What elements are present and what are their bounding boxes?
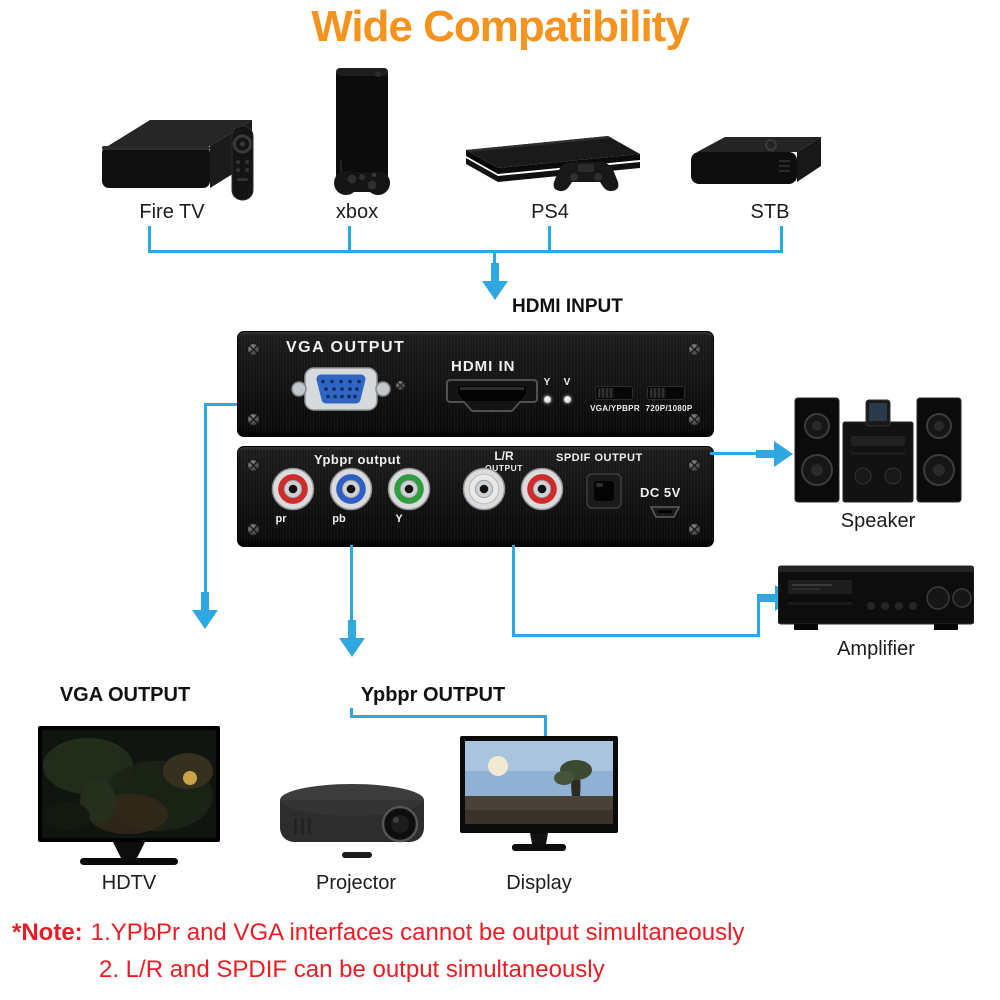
screw	[688, 343, 701, 356]
screw	[247, 459, 260, 472]
ypbpr-output-port-label: Ypbpr output	[314, 452, 401, 467]
note-line-1: *Note: 1.YPbPr and VGA interfaces cannot …	[12, 919, 744, 947]
xbox-label: xbox	[335, 201, 379, 223]
stb-illustration	[685, 132, 825, 194]
amplifier-illustration	[778, 556, 974, 638]
speaker-label: Speaker	[840, 510, 916, 532]
xbox-illustration	[320, 66, 405, 201]
connector-line	[710, 452, 758, 455]
rca-jack-r	[520, 467, 564, 511]
led-v-label: V	[563, 377, 571, 388]
connector-line	[512, 545, 515, 637]
right-arrow-icon	[757, 584, 795, 612]
projector-illustration	[272, 766, 440, 864]
connector-line	[148, 226, 151, 253]
lr-output-sub-label: OUTPUT	[485, 463, 523, 473]
switch1-label: VGA/YPBPR	[590, 404, 640, 413]
down-arrow-icon	[338, 620, 366, 658]
screw	[247, 343, 260, 356]
page-title: Wide Compatibility	[311, 2, 690, 51]
projector-label: Projector	[315, 872, 397, 894]
hdmi-input-label: HDMI INPUT	[512, 296, 623, 317]
display-label: Display	[506, 872, 572, 894]
rca-jack-pb	[329, 467, 373, 511]
fire-tv-illustration	[92, 110, 267, 205]
fire-tv-label: Fire TV	[139, 201, 205, 223]
screw	[688, 413, 701, 426]
converter-front-panel: VGA OUTPUT HDMI IN Y	[237, 331, 714, 437]
connector-line	[204, 403, 207, 596]
ps4-illustration	[462, 124, 642, 199]
note-text-2: 2. L/R and SPDIF can be output simultane…	[99, 956, 605, 983]
hdtv-label: HDTV	[101, 872, 157, 894]
vga-port	[291, 360, 391, 418]
speaker-illustration	[793, 392, 963, 510]
amplifier-label: Amplifier	[837, 638, 915, 660]
screw	[247, 523, 260, 536]
spdif-optical-port	[586, 473, 622, 509]
resolution-switch	[647, 386, 685, 400]
connector-line	[780, 226, 783, 253]
connector-line	[548, 226, 551, 253]
connector-line	[350, 708, 353, 718]
lr-port-label: L/R	[494, 449, 514, 463]
micro-usb-port	[649, 506, 681, 519]
connector-line	[148, 250, 783, 253]
screw	[688, 523, 701, 536]
jack-pb-label: pb	[332, 513, 346, 525]
jack-y-label: Y	[395, 513, 403, 525]
switch2-label: 720P/1080P	[645, 404, 693, 413]
dc-5v-label: DC 5V	[640, 485, 681, 500]
connector-line	[205, 403, 237, 406]
screw	[688, 459, 701, 472]
rca-jack-l	[462, 467, 506, 511]
connector-line	[512, 634, 760, 637]
vga-output-section-label: VGA OUTPUT	[59, 684, 191, 706]
rca-jack-pr	[271, 467, 315, 511]
vga-output-port-label: VGA OUTPUT	[286, 339, 406, 356]
display-illustration	[460, 736, 618, 862]
note-text-1: 1.YPbPr and VGA interfaces cannot be out…	[90, 919, 745, 946]
connector-line	[544, 715, 547, 737]
led-y-label: Y	[543, 377, 551, 388]
note-prefix: *Note:	[12, 919, 83, 946]
hdmi-port	[446, 378, 538, 420]
right-arrow-icon	[756, 440, 794, 468]
connector-line	[493, 251, 496, 265]
converter-rear-panel: Ypbpr output pr	[237, 446, 714, 547]
led-indicator	[544, 396, 551, 403]
led-indicator	[564, 396, 571, 403]
ps4-label: PS4	[531, 201, 569, 223]
down-arrow-icon	[191, 592, 219, 630]
hdmi-in-port-label: HDMI IN	[451, 358, 516, 375]
connector-line	[350, 715, 547, 718]
jack-pr-label: pr	[275, 513, 287, 525]
ypbpr-output-section-label: Ypbpr OUTPUT	[360, 684, 506, 706]
screw	[247, 413, 260, 426]
rca-jack-y	[387, 467, 431, 511]
screw	[395, 380, 406, 391]
down-arrow-icon	[481, 263, 509, 301]
vga-ypbpr-switch	[595, 386, 633, 400]
stb-label: STB	[750, 201, 790, 223]
connector-line	[757, 597, 760, 637]
connector-line	[350, 545, 353, 623]
note-line-2: 2. L/R and SPDIF can be output simultane…	[99, 956, 605, 984]
spdif-port-label: SPDIF OUTPUT	[556, 452, 643, 464]
hdtv-illustration	[38, 726, 220, 874]
connector-line	[348, 226, 351, 253]
